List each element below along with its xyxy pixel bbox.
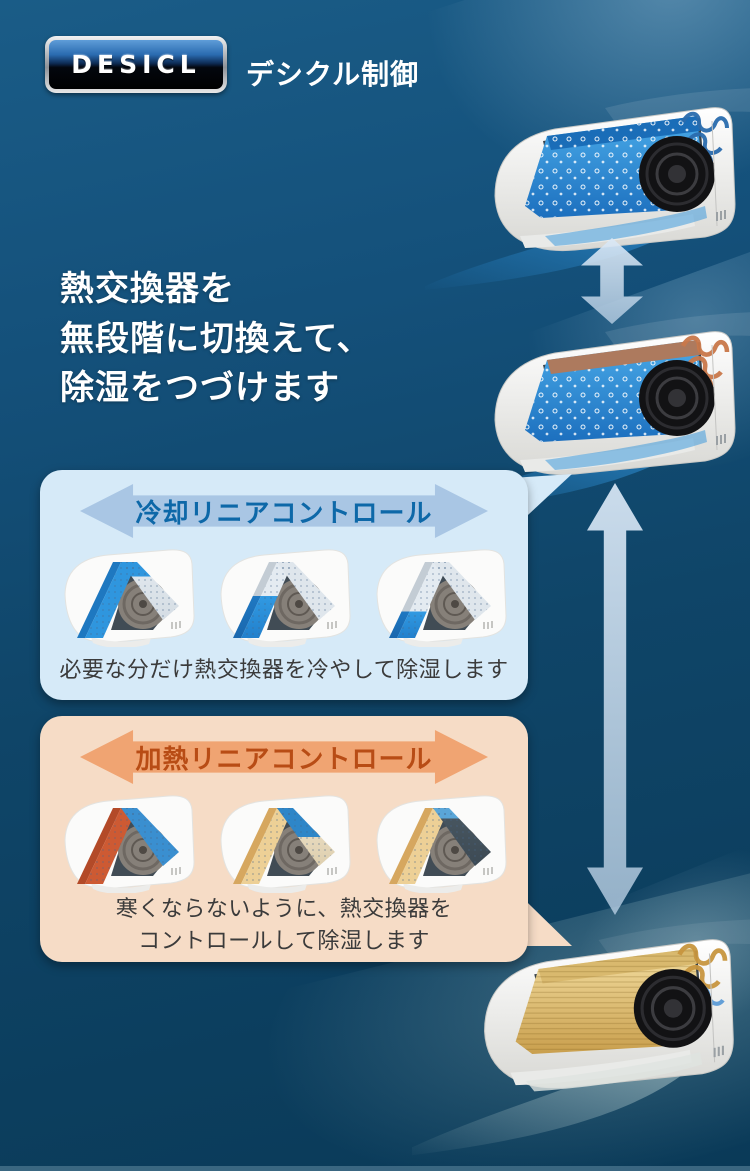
headline-line-2: 無段階に切換えて、 (60, 318, 372, 359)
ac-unit-mixed-illustration (425, 312, 750, 514)
cooling-linear-control-panel: 冷却リニアコントロール (40, 470, 528, 700)
cooling-banner-arrow: 冷却リニアコントロール (80, 484, 488, 538)
desicl-logo-badge: DESICL (45, 36, 227, 93)
heating-caption-line-2: コントロールして除湿します (138, 928, 430, 954)
heating-stage-1-image (64, 795, 195, 893)
ac-unit-cooling-illustration (425, 88, 750, 290)
cooling-stage-1-image (64, 549, 195, 647)
cooling-stages-row (40, 542, 528, 647)
heating-stage-2-image (220, 795, 351, 893)
desicl-control-label: デシクル制御 (246, 58, 420, 91)
heating-stages-row (40, 788, 528, 893)
heating-caption: 寒くならないように、熱交換器を コントロールして除湿します (40, 894, 528, 958)
cooling-stage-3-image (376, 549, 507, 647)
heating-banner-label: 加熱リニアコントロール (135, 744, 433, 775)
cooling-banner-label: 冷却リニアコントロール (135, 498, 433, 529)
heating-stage-3-image (376, 795, 507, 893)
cooling-stage-2-image (220, 549, 351, 647)
bottom-edge-strip (0, 1166, 750, 1171)
heating-banner-arrow: 加熱リニアコントロール (80, 730, 488, 784)
headline-line-3: 除湿をつづけます (60, 368, 340, 409)
headline-line-1: 熱交換器を (60, 269, 235, 309)
page-title: 熱交換器を 無段階に切換えて、 除湿をつづけます (60, 265, 372, 414)
heating-linear-control-panel: 加熱リニアコントロール (40, 716, 528, 962)
heating-caption-line-1: 寒くならないように、熱交換器を (115, 897, 453, 922)
ac-unit-heating-illustration (412, 919, 750, 1156)
desicl-logo-text: DESICL (71, 50, 201, 79)
cooling-caption: 必要な分だけ熱交換器を冷やして除湿します (59, 658, 509, 683)
double-arrow-vertical-long-icon (587, 483, 643, 915)
desicl-logo-inner: DESICL (49, 40, 223, 89)
